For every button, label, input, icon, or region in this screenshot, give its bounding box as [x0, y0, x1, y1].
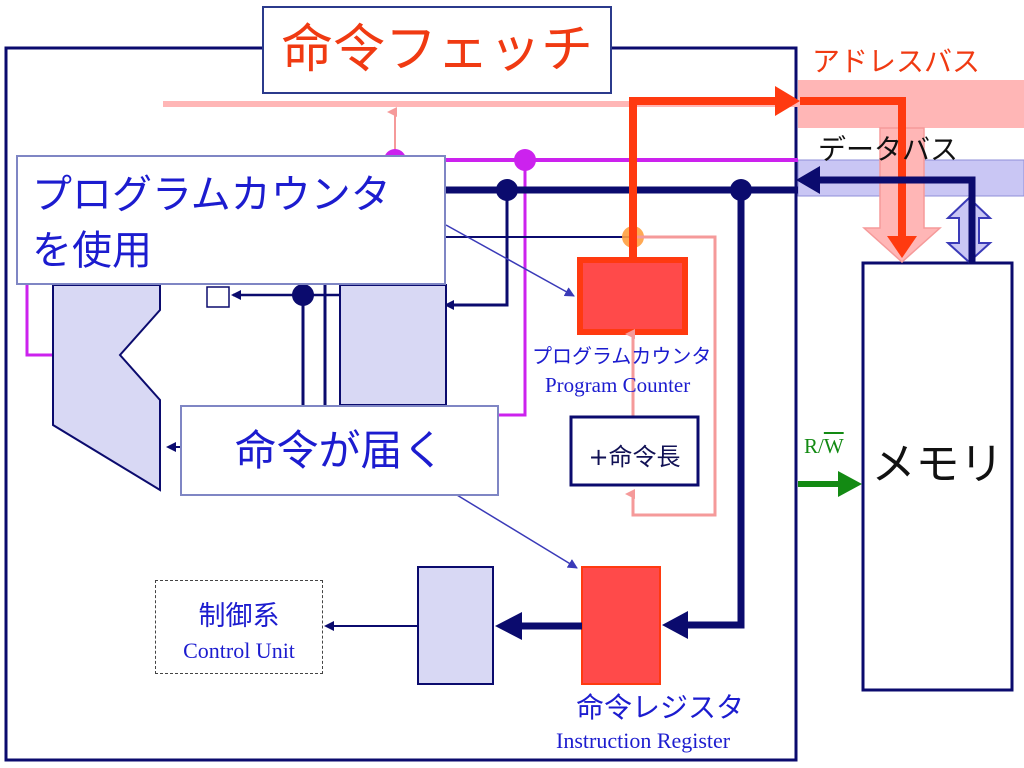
address-bus-label: アドレスバス: [812, 45, 981, 78]
increment-box: [569, 415, 700, 487]
small-mux: [206, 286, 230, 308]
fetch-memory-head: [887, 236, 917, 258]
data-to-ir-head: [662, 611, 688, 639]
data-bus-label: データバス: [818, 133, 959, 166]
pc-callout-pointer: [445, 224, 575, 297]
instruction-register-label-jp: 命令レジスタ: [576, 691, 745, 724]
register-file: [339, 284, 447, 406]
control-unit-box: [155, 580, 323, 674]
data-return-head: [796, 166, 820, 194]
instruction-arrives-callout: 命令が届く: [180, 405, 499, 496]
rw-read: R/: [804, 434, 824, 458]
purple-left: [25, 285, 56, 357]
purple-drop: [495, 160, 527, 417]
memory-label: メモリ: [871, 439, 1004, 490]
rw-arrow-head: [838, 471, 862, 497]
rw-write-overline: W: [823, 434, 844, 458]
pc-loop: [625, 235, 717, 517]
alu-shape: [52, 284, 161, 492]
fetch-to-memory: [800, 97, 906, 238]
control-unit-label-jp: 制御系: [198, 601, 280, 632]
decoder-box: [417, 566, 494, 685]
arrive-callout-pointer: [451, 491, 578, 569]
data-to-ir: [685, 190, 745, 629]
use-pc-line2: を使用: [32, 228, 152, 274]
instruction-register-box: [581, 566, 661, 685]
ir-to-decoder-head: [495, 612, 522, 640]
data-return-arrow: [818, 176, 976, 263]
memory-box: [861, 261, 1014, 692]
use-program-counter-callout: プログラムカウンタ を使用: [16, 155, 446, 285]
rw-signal-label: R/W: [804, 434, 844, 459]
fetch-address-arrow: [629, 97, 778, 260]
data-drop-to-unit: [444, 190, 509, 310]
fetch-arrow-head: [775, 86, 800, 116]
increment-label: +命令長: [588, 443, 681, 471]
program-counter-label-en: Program Counter: [545, 373, 691, 397]
program-counter-box: [577, 257, 688, 335]
program-counter-label-jp: プログラムカウンタ: [532, 344, 712, 368]
instruction-register-label-en: Instruction Register: [556, 728, 731, 753]
use-pc-line1: プログラムカウンタ: [32, 172, 391, 218]
purple-junction-2: [514, 149, 536, 171]
control-unit-label-en: Control Unit: [183, 638, 295, 663]
slide-title: 命令フェッチ: [262, 6, 612, 94]
